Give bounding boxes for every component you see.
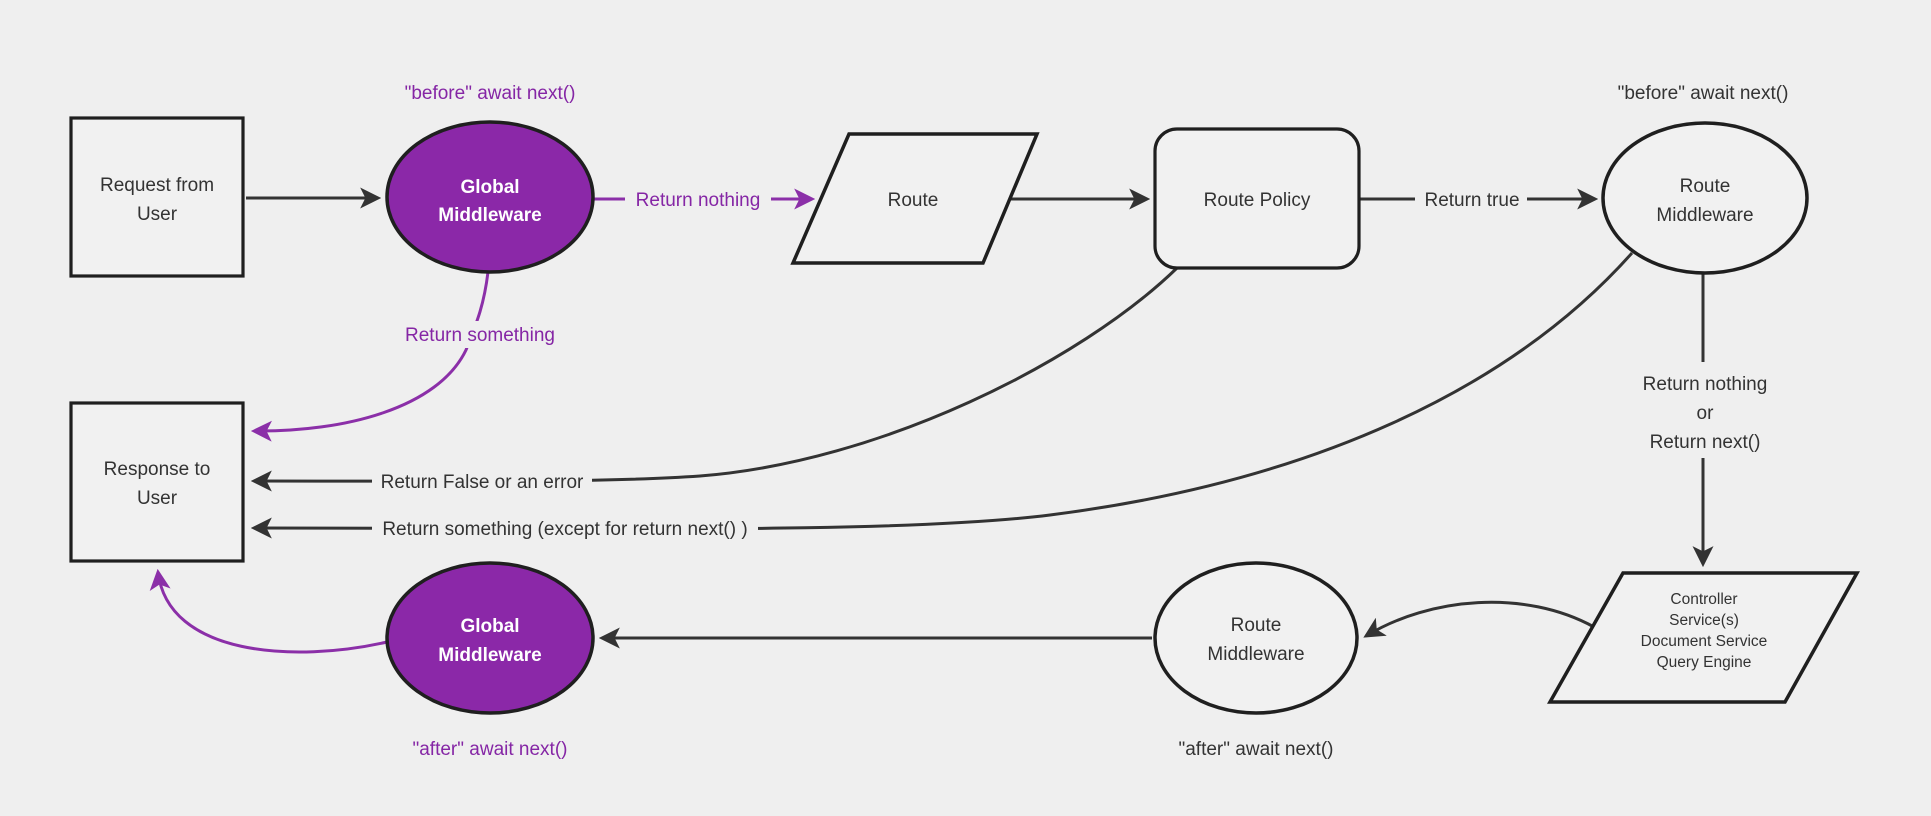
return-nothing-or-next-label-line2: or (1697, 403, 1715, 424)
mask-return-false-or-error (372, 467, 592, 494)
edge-route-policy-to-response (250, 266, 1179, 492)
mask-return-something-except (372, 514, 758, 541)
route-label: Route (888, 190, 939, 211)
edge-labels: "before" await next() "before" await nex… (381, 83, 1789, 760)
route-middleware-top-label-line2: Middleware (1656, 205, 1753, 226)
edges (149, 187, 1714, 654)
return-nothing-label: Return nothing (636, 190, 761, 211)
response-to-user-box (69, 401, 245, 563)
controller-label-line1: Controller (1670, 591, 1737, 608)
route-middleware-top-node: Route Middleware (1601, 121, 1809, 275)
route-policy-node: Route Policy (1153, 127, 1361, 270)
route-middleware-bottom-label-line1: Route (1231, 615, 1282, 636)
global-middleware-bottom-label-line1: Global (460, 616, 519, 637)
global-middleware-bottom-ellipse (385, 561, 595, 715)
nodes: Request from User Global Middleware Rout… (69, 116, 1860, 715)
controller-label-line3: Document Service (1641, 633, 1768, 650)
global-middleware-top-label-line2: Middleware (438, 205, 541, 226)
request-from-user-label-line1: Request from (100, 175, 214, 196)
route-middleware-bottom-ellipse (1153, 561, 1359, 715)
response-to-user-label-line2: User (137, 488, 178, 509)
global-middleware-top-ellipse (385, 120, 595, 274)
return-something-except-label: Return something (except for return next… (382, 519, 747, 540)
edge-global-middleware-to-response (250, 271, 490, 442)
edge-global-middleware-bottom-to-response (149, 568, 388, 654)
mask-return-nothing (625, 186, 771, 212)
global-middleware-bottom-node: Global Middleware (385, 561, 595, 715)
return-true-label: Return true (1424, 190, 1519, 211)
controller-label-line2: Service(s) (1669, 612, 1739, 629)
after-await-next-middle-label: "after" await next() (1179, 739, 1334, 760)
route-middleware-bottom-node: Route Middleware (1153, 561, 1359, 715)
edge-label-masks (372, 186, 1527, 541)
after-await-next-left-label: "after" await next() (413, 739, 568, 760)
return-false-or-error-label: Return False or an error (381, 472, 584, 493)
request-from-user-node: Request from User (69, 116, 245, 278)
route-parallelogram (790, 132, 1040, 265)
return-nothing-or-next-label-line1: Return nothing (1643, 374, 1768, 395)
route-node: Route (790, 132, 1040, 265)
edge-controller-to-route-middleware-bottom (1363, 600, 1595, 638)
before-await-next-left-label: "before" await next() (405, 83, 576, 104)
route-policy-box (1153, 127, 1361, 270)
controller-services-node: Controller Service(s) Document Service Q… (1546, 571, 1860, 704)
route-policy-label: Route Policy (1204, 190, 1311, 211)
before-await-next-right-label: "before" await next() (1618, 83, 1789, 104)
global-middleware-top-node: Global Middleware (385, 120, 595, 274)
route-middleware-top-ellipse (1601, 121, 1809, 275)
controller-label-line4: Query Engine (1657, 654, 1752, 671)
response-to-user-node: Response to User (69, 401, 245, 563)
route-middleware-bottom-label-line2: Middleware (1207, 644, 1304, 665)
route-middleware-top-label-line1: Route (1680, 176, 1731, 197)
request-from-user-box (69, 116, 245, 278)
mask-return-something (398, 321, 563, 348)
global-middleware-bottom-label-line2: Middleware (438, 645, 541, 666)
request-from-user-label-line2: User (137, 204, 178, 225)
return-something-label: Return something (405, 325, 555, 346)
response-to-user-label-line1: Response to (104, 459, 211, 480)
global-middleware-top-label-line1: Global (460, 177, 519, 198)
mask-return-true (1415, 186, 1527, 212)
return-nothing-or-next-label-line3: Return next() (1650, 432, 1761, 453)
controller-services-parallelogram (1546, 571, 1860, 704)
